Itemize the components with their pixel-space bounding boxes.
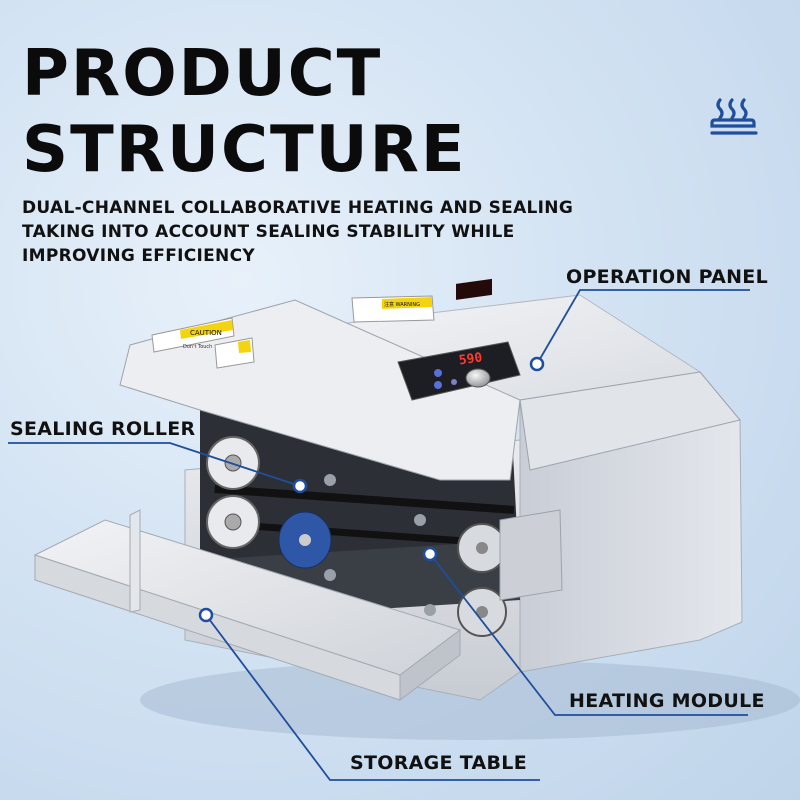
callout-dots	[198, 356, 545, 623]
subtitle-line-2: TAKING INTO ACCOUNT SEALING STABILITY WH…	[22, 222, 515, 242]
sealing-rollers	[206, 436, 515, 616]
subtitle: DUAL-CHANNEL COLLABORATIVE HEATING AND S…	[22, 196, 573, 268]
temperature-display: 590	[458, 350, 484, 368]
callout-heating-module: HEATING MODULE	[569, 690, 765, 712]
subtitle-line-1: DUAL-CHANNEL COLLABORATIVE HEATING AND S…	[22, 198, 574, 218]
storage-table	[33, 509, 462, 701]
warning-label-text-3: 注意 WARNING	[384, 301, 420, 308]
warning-label-text-2: Don't Touch	[183, 344, 212, 350]
callout-operation-panel: OPERATION PANEL	[566, 266, 768, 288]
warning-label-text-1: CAUTION	[190, 329, 222, 337]
page-title-line-1: PRODUCT	[22, 37, 383, 111]
warning-labels: CAUTION Don't Touch 注意 WARNING	[151, 295, 435, 369]
subtitle-line-3: IMPROVING EFFICIENCY	[22, 246, 255, 266]
callout-storage-table: STORAGE TABLE	[350, 752, 527, 774]
heating-module	[457, 509, 563, 637]
callout-sealing-roller: SEALING ROLLER	[10, 418, 196, 440]
operation-panel: 590	[397, 278, 521, 401]
callout-lines	[8, 289, 750, 781]
page-title-line-2: STRUCTURE	[22, 113, 467, 187]
heat-icon	[710, 98, 758, 135]
